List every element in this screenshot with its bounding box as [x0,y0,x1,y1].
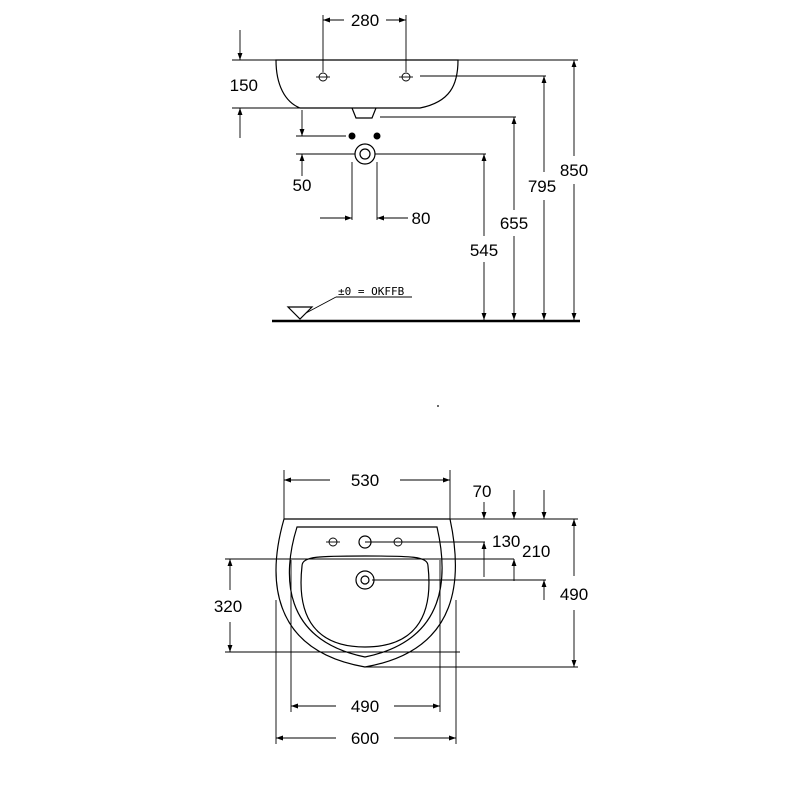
dim-overall-depth: 490 [560,585,588,604]
tap-hole-left [316,72,330,82]
dim-tap-row: 130 [492,532,520,551]
dim-trap-width: 80 [412,209,431,228]
dim-back-edge: 70 [473,482,492,501]
dim-drain-offset: 50 [293,176,312,195]
top-view: 530 70 130 210 490 320 490 [214,470,588,748]
top-tap-hole-right [391,537,405,547]
dim-basin-depth: 150 [230,76,258,95]
dim-bowl-width: 490 [351,697,379,716]
dim-height-655: 655 [500,214,528,233]
floor-symbol [286,306,314,320]
fixing-bolt-left [348,132,356,140]
trap-outlet [354,143,376,165]
top-tap-hole-left [326,537,340,547]
top-drain [355,570,375,590]
top-tap-hole-center [358,535,485,549]
dim-bowl-depth: 320 [214,597,242,616]
side-drain-stub [351,107,377,119]
stray-dot [437,405,439,407]
side-basin-outline [275,59,459,109]
dim-height-850: 850 [560,161,588,180]
side-view: 280 150 50 80 545 655 795 [230,11,588,323]
fixing-bolt-right [373,132,381,140]
top-bowl [300,555,430,648]
floor-reference-label: ±0 = OKFFB [338,285,405,298]
dim-drain-row: 210 [522,542,550,561]
tap-hole-right [399,72,413,82]
dim-height-795: 795 [528,177,556,196]
top-basin-rim [288,526,443,658]
dim-height-545: 545 [470,241,498,260]
dim-total-width: 600 [351,729,379,748]
dim-overall-width: 530 [351,471,379,490]
dim-tap-spacing: 280 [351,11,379,30]
